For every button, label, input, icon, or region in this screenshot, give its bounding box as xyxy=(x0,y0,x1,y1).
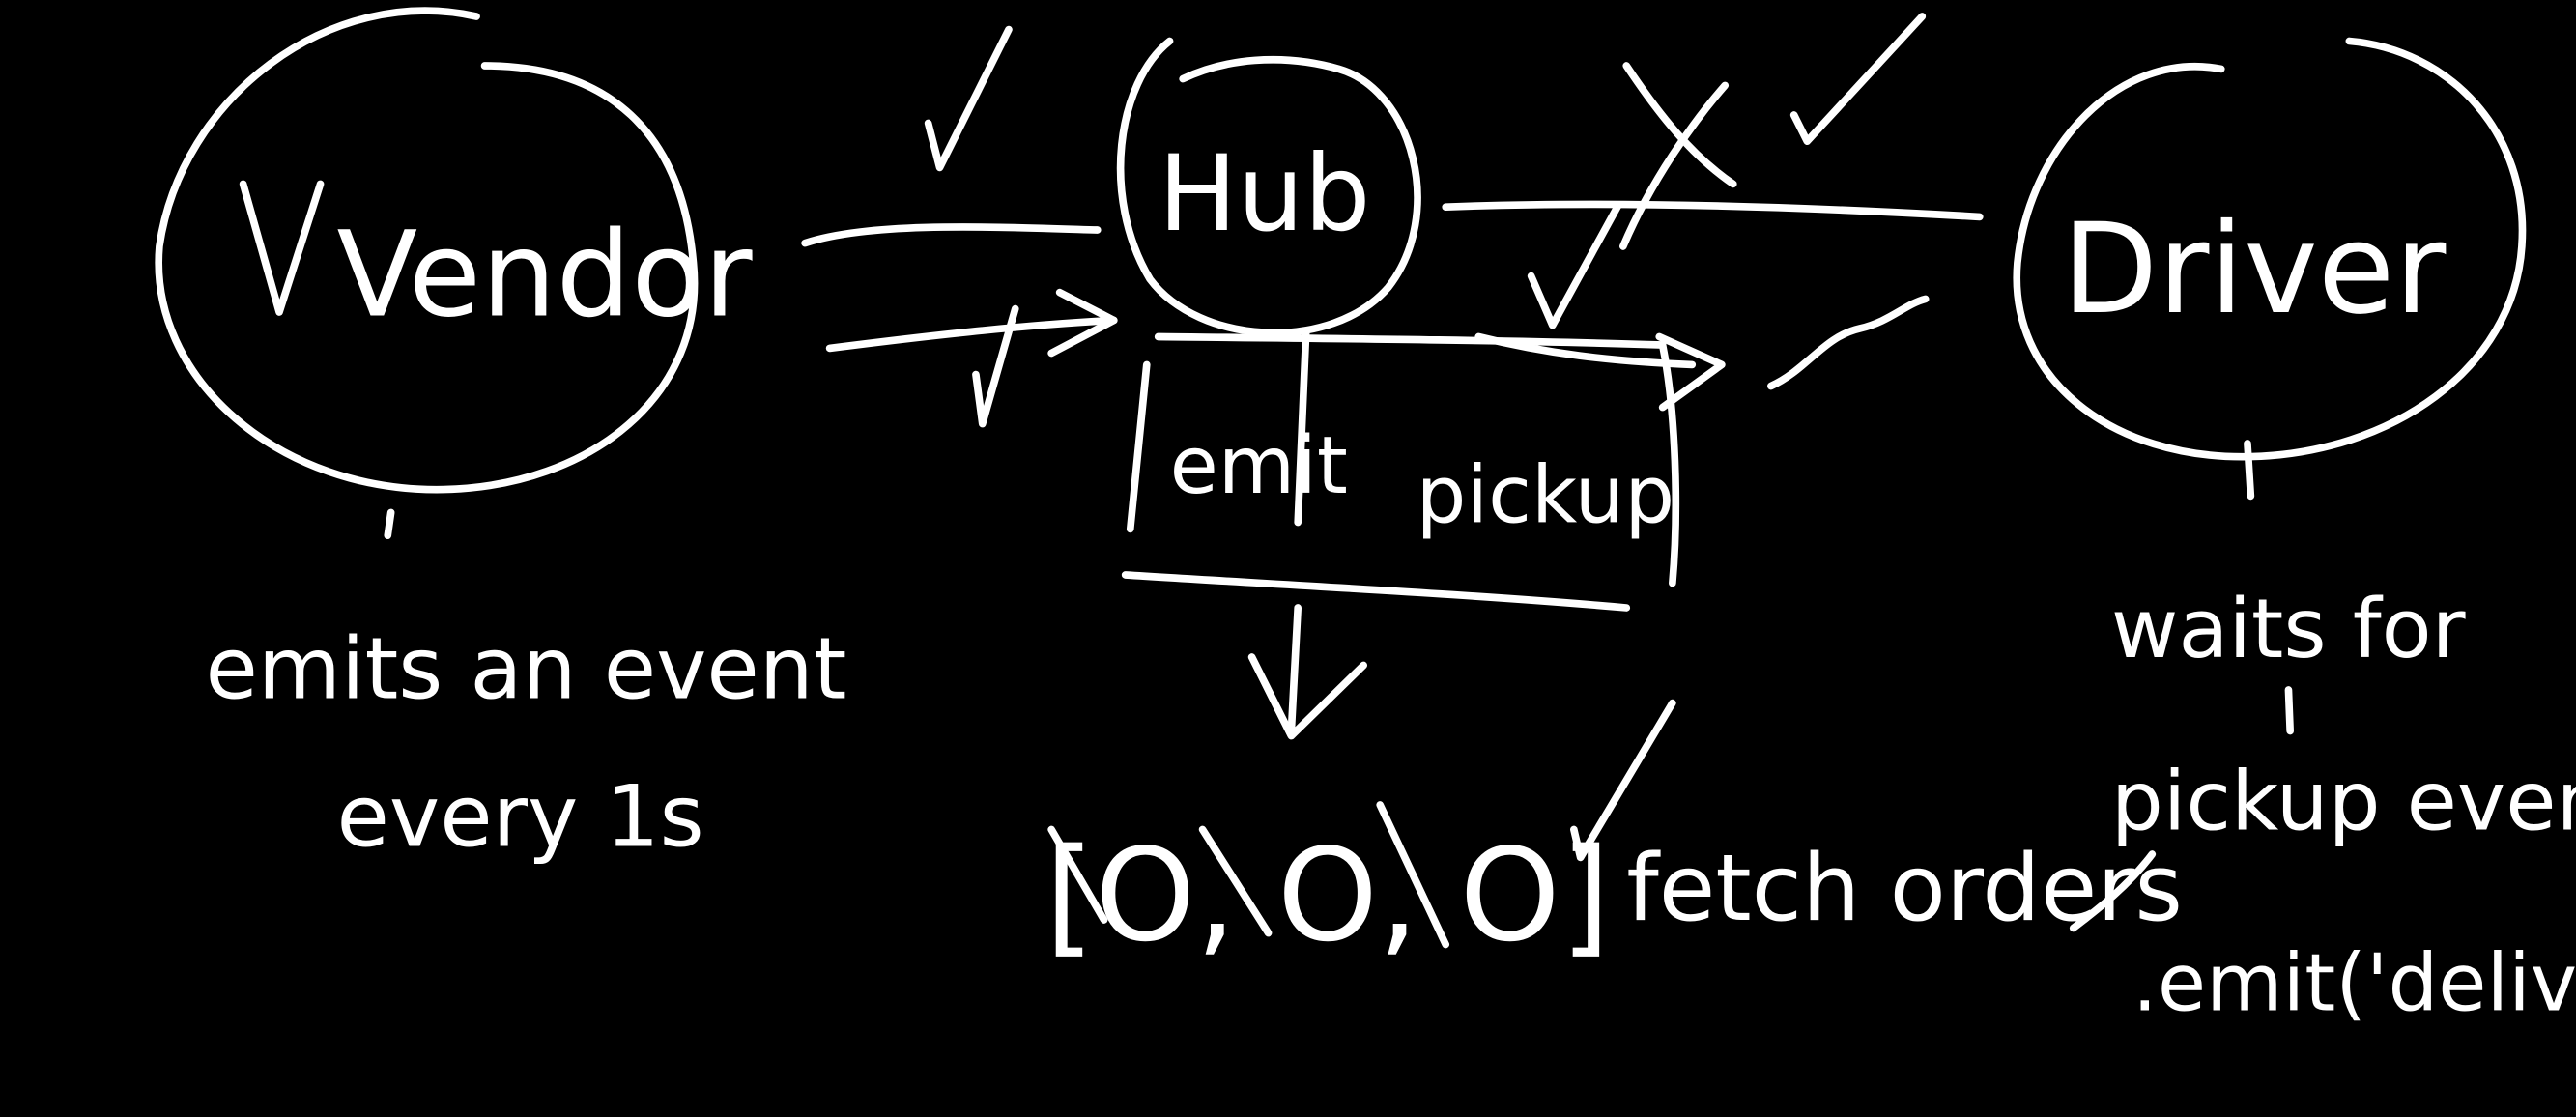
vendor-hub-arrow xyxy=(825,316,1118,353)
driver-node: Driver xyxy=(2013,37,2527,461)
hub-emit-label: emit xyxy=(1170,420,1348,512)
vendor-circle xyxy=(155,7,699,494)
driver-tick xyxy=(2284,686,2294,735)
vendor-hub-line-top xyxy=(801,223,1102,247)
cross-icon xyxy=(1622,62,1737,188)
check-icon xyxy=(1527,201,1622,329)
vendor-note-line-2: every 1s xyxy=(337,767,704,867)
box-divider xyxy=(1294,328,1310,527)
check-icon xyxy=(2069,850,2157,932)
vendor-node: Vendor xyxy=(155,7,754,494)
strike-mark xyxy=(1376,801,1450,949)
fetch-label: fetch orders xyxy=(1626,836,2183,942)
box-top-line xyxy=(1154,332,1667,349)
vendor-label: Vendor xyxy=(337,205,754,343)
queue-arrow xyxy=(1247,604,1368,740)
vendor-note-line-1: emits an event xyxy=(206,619,847,719)
box-left-line xyxy=(1126,360,1151,533)
box-right-line xyxy=(1658,341,1680,587)
queue-arrow-shaft xyxy=(1287,604,1302,735)
hub-driver-line-top xyxy=(1442,200,1984,221)
strike-mark xyxy=(1047,825,1108,924)
box-bottom-line xyxy=(1121,571,1631,612)
vendor-hub-arrowhead xyxy=(1047,288,1118,358)
wave-stroke xyxy=(1767,295,1930,390)
queue-arrowhead xyxy=(1247,653,1368,740)
hub-node: Hub xyxy=(1116,37,1421,337)
hub-driver-arrowhead xyxy=(1655,332,1726,412)
hub-label: Hub xyxy=(1159,132,1371,255)
hub-pickup-label: pickup xyxy=(1417,450,1675,542)
queue-label: [O, O, O] xyxy=(1045,821,1610,970)
check-icon xyxy=(1789,13,1927,146)
driver-tick xyxy=(2244,440,2255,501)
hub-driver-arrow xyxy=(1474,332,1697,369)
driver-note-line-1: waits for xyxy=(2111,582,2466,677)
vendor-tick xyxy=(384,508,395,540)
vendor-note: emits an event every 1s xyxy=(206,508,847,867)
strike-mark xyxy=(1198,825,1273,937)
hub-circle xyxy=(1116,37,1421,337)
driver-note-line-3: .emit('delivery') xyxy=(2132,938,2576,1030)
driver-note-line-2: pickup event xyxy=(2111,755,2576,850)
order-queue: [O, O, O] xyxy=(1045,801,1611,970)
check-icon xyxy=(1570,699,1676,862)
hub-driver-links xyxy=(1442,13,1984,862)
check-icon xyxy=(972,304,1019,428)
driver-label: Driver xyxy=(2062,197,2447,342)
vendor-hub-links xyxy=(801,25,1118,428)
hub-event-box: emit pickup xyxy=(1121,328,1680,612)
cross-icon xyxy=(1619,81,1730,250)
driver-note: waits for pickup event .emit('delivery') xyxy=(2069,440,2576,1030)
vendor-v xyxy=(239,180,325,316)
check-icon xyxy=(924,25,1013,172)
